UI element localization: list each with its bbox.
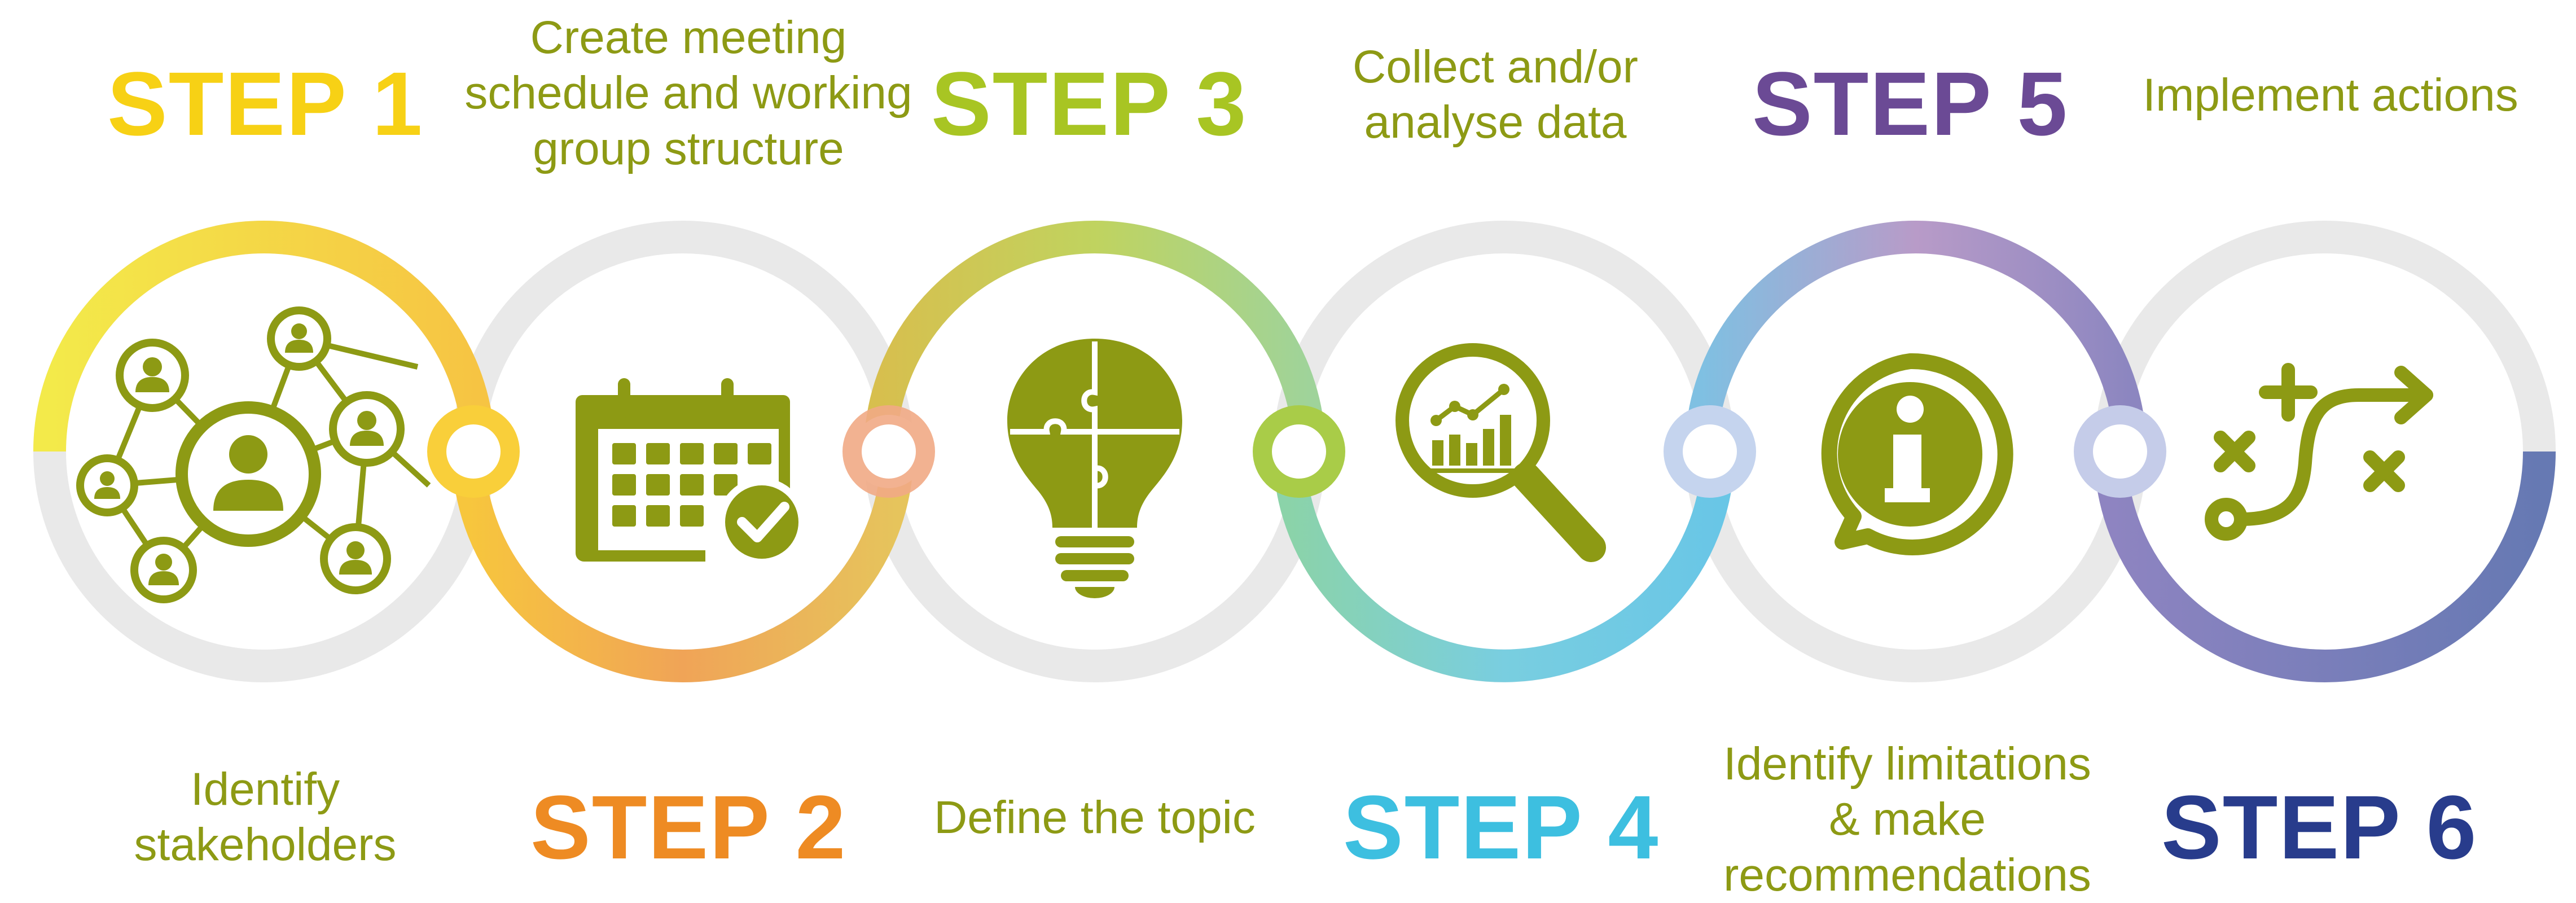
step-6-description: Implement actions xyxy=(2099,68,2562,123)
description-line: Define the topic xyxy=(934,792,1256,843)
step-1-label: STEP 1 xyxy=(107,53,424,154)
step-3-description: Define the topic xyxy=(903,790,1287,845)
info-speech-icon xyxy=(1821,353,2013,555)
connector-1-2 xyxy=(427,405,520,498)
step-3-label: STEP 3 xyxy=(931,53,1248,154)
description-line: Identify xyxy=(190,764,340,815)
ring-4-arc xyxy=(1273,451,1735,682)
lightbulb-puzzle-icon xyxy=(1007,339,1182,598)
description-line: Collect and/or xyxy=(1353,41,1638,93)
connector-4-5 xyxy=(1664,405,1756,498)
description-line: & make xyxy=(1829,794,1986,845)
step-5-label: STEP 5 xyxy=(1752,53,2069,154)
connector-5-6 xyxy=(2074,405,2166,498)
ring-1-arc xyxy=(33,221,495,452)
description-line: group structure xyxy=(533,122,844,174)
ring-3-arc xyxy=(864,221,1326,452)
description-line: analyse data xyxy=(1364,97,1627,148)
ring-5-arc xyxy=(1685,221,2147,452)
description-line: Create meeting xyxy=(530,12,847,63)
description-line: schedule and working xyxy=(464,67,912,119)
connector-2-3 xyxy=(842,405,935,498)
step-6-label: STEP 6 xyxy=(2161,777,2478,878)
step-4-label: STEP 4 xyxy=(1343,777,1660,878)
connector-3-4 xyxy=(1253,405,1345,498)
calendar-check-icon xyxy=(576,378,806,566)
description-line: recommendations xyxy=(1723,849,2091,901)
ring-2-arc xyxy=(452,451,914,682)
stakeholder-network-icon xyxy=(76,306,431,603)
magnifier-chart-icon xyxy=(1395,343,1606,562)
step-2-label: STEP 2 xyxy=(530,777,847,878)
description-line: Identify limitations xyxy=(1723,738,2091,790)
description-line: stakeholders xyxy=(134,819,397,871)
ring-6-arc xyxy=(2094,451,2556,682)
description-line: Implement actions xyxy=(2143,69,2518,121)
strategy-plan-icon xyxy=(2205,363,2433,541)
